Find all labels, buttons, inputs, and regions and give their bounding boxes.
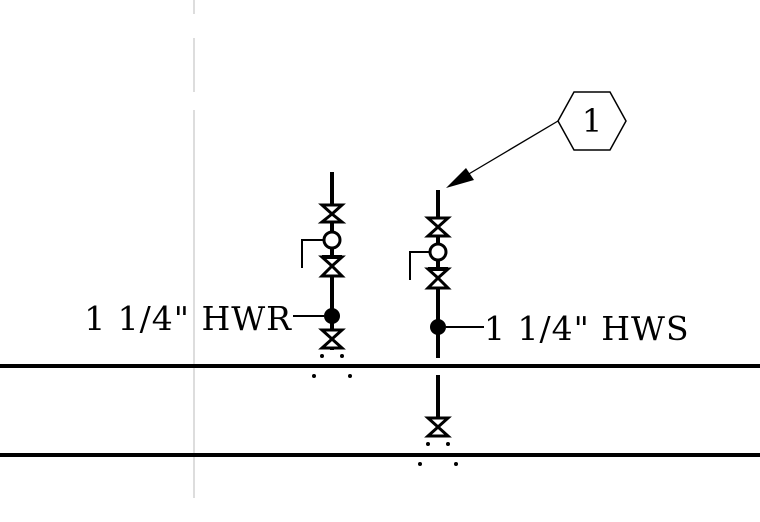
keynote-number: 1 xyxy=(582,102,602,140)
hwr-tee-connection xyxy=(324,308,340,324)
hws-check-valve xyxy=(424,267,452,290)
hwr-isolation-valve-lower xyxy=(318,328,346,350)
hwr-balancing-fitting xyxy=(301,230,342,268)
lower-drop-indicator xyxy=(418,442,458,466)
hwr-riser xyxy=(293,172,352,378)
hws-riser xyxy=(409,190,484,358)
hwr-drop-indicator xyxy=(312,354,352,378)
lower-isolation-valve xyxy=(424,416,452,438)
keynote-leader-arrow xyxy=(446,120,559,188)
hws-isolation-valve-upper xyxy=(424,216,452,238)
hws-balancing-fitting xyxy=(409,242,448,280)
hwr-pipe-label: 1 1/4" HWR xyxy=(84,299,292,338)
hwr-isolation-valve-upper xyxy=(317,203,347,224)
hws-tee-connection xyxy=(430,319,446,335)
lower-branch xyxy=(418,375,458,466)
keynote-hexagon-tag: 1 xyxy=(557,91,627,151)
hwr-check-valve xyxy=(318,255,346,278)
hws-pipe-label: 1 1/4" HWS xyxy=(484,309,690,348)
